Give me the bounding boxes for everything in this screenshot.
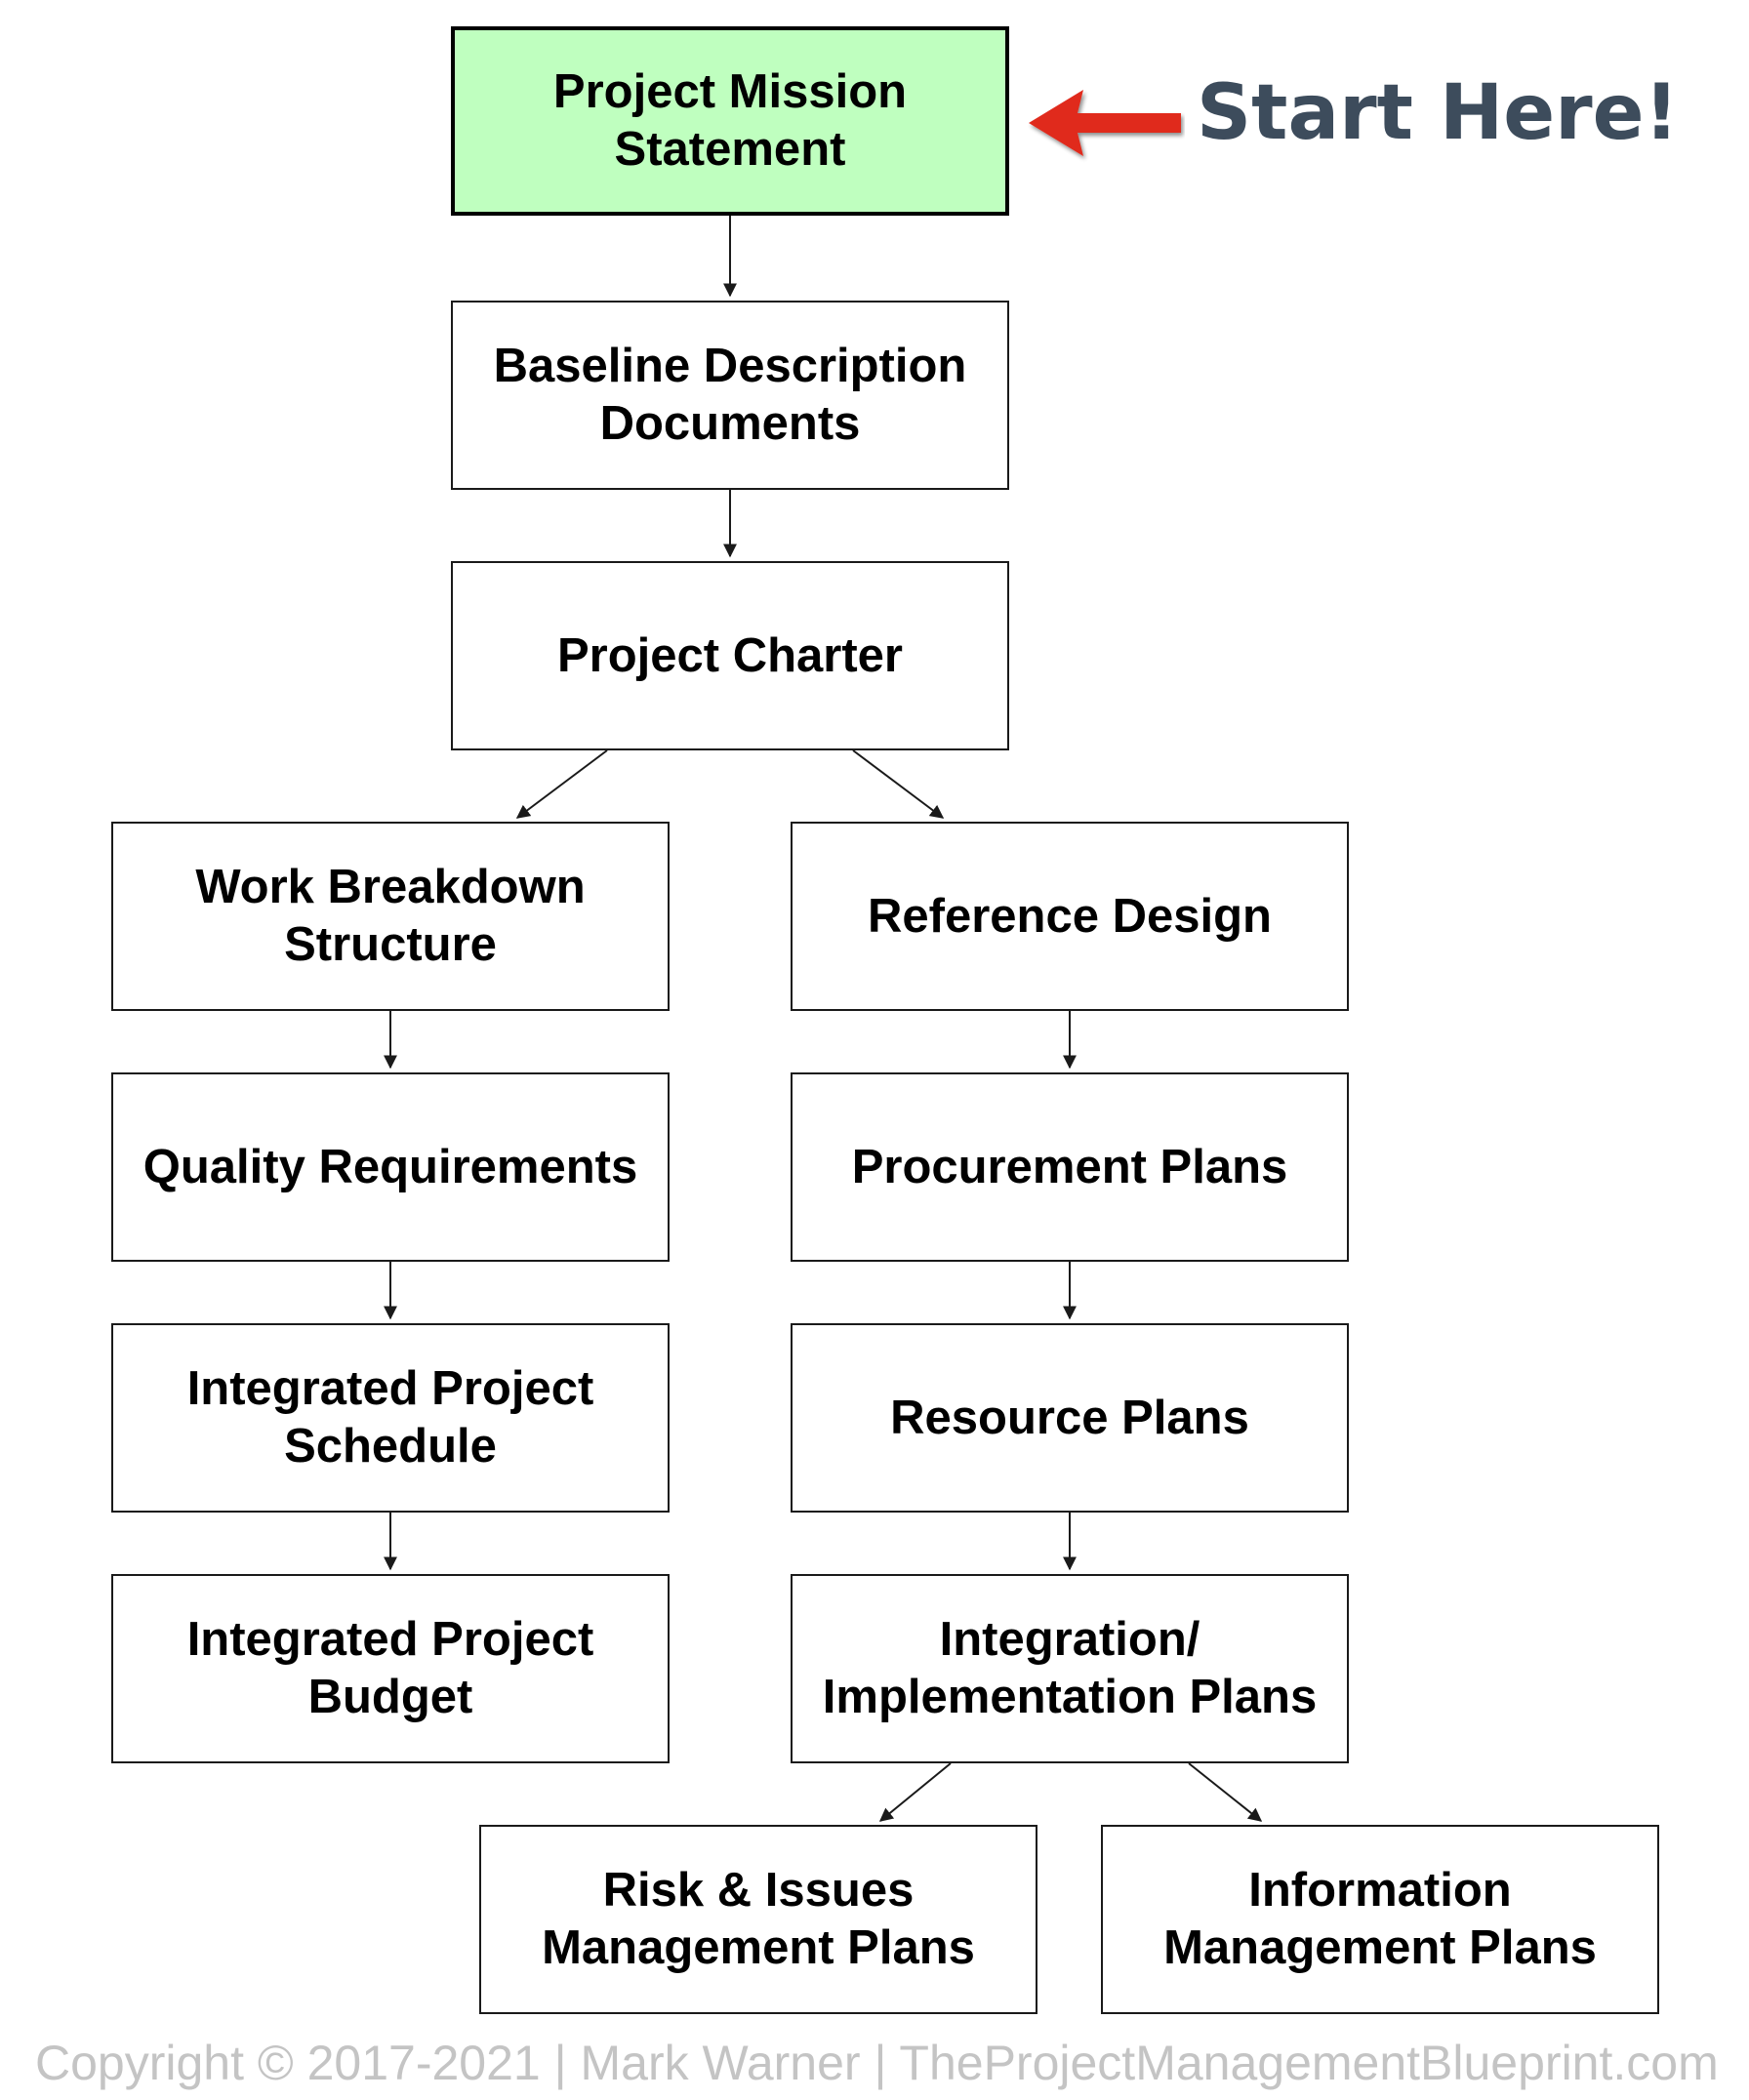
node-label: Risk & Issues Management Plans	[542, 1864, 975, 1974]
node-information-management-plans: Information Management Plans	[1101, 1825, 1659, 2014]
node-label: Integrated Project Budget	[186, 1613, 594, 1723]
node-label: Project Charter	[556, 628, 903, 682]
node-project-charter: Project Charter	[451, 561, 1009, 750]
connector-integration-to-information	[1188, 1762, 1263, 1822]
node-label: Project Mission Statement	[552, 65, 908, 176]
connector-charter-to-reference-design	[852, 749, 945, 819]
copyright-footer: Copyright © 2017-2021 | Mark Warner | Th…	[35, 2036, 1719, 2090]
node-label: Reference Design	[868, 889, 1272, 943]
node-label: Baseline Description Documents	[493, 340, 967, 450]
node-label: Integration/ Implementation Plans	[822, 1613, 1318, 1723]
node-integration-implementation-plans: Integration/ Implementation Plans	[791, 1574, 1349, 1763]
node-quality-requirements: Quality Requirements	[111, 1072, 670, 1262]
node-label: Procurement Plans	[851, 1140, 1288, 1193]
node-work-breakdown-structure: Work Breakdown Structure	[111, 822, 670, 1011]
connector-charter-to-wbs	[515, 749, 608, 819]
node-baseline-description-documents: Baseline Description Documents	[451, 301, 1009, 490]
node-reference-design: Reference Design	[791, 822, 1349, 1011]
start-here-callout: Start Here!	[1197, 69, 1680, 157]
node-label: Integrated Project Schedule	[186, 1362, 594, 1473]
node-resource-plans: Resource Plans	[791, 1323, 1349, 1513]
node-label: Resource Plans	[890, 1391, 1249, 1444]
node-label: Quality Requirements	[142, 1140, 638, 1193]
node-label: Information Management Plans	[1163, 1864, 1597, 1974]
node-procurement-plans: Procurement Plans	[791, 1072, 1349, 1262]
connector-integration-to-risk	[878, 1762, 952, 1822]
red-left-arrow-icon	[1029, 90, 1181, 156]
node-risk-issues-management-plans: Risk & Issues Management Plans	[479, 1825, 1037, 2014]
node-project-mission-statement: Project Mission Statement	[451, 26, 1009, 216]
node-integrated-project-schedule: Integrated Project Schedule	[111, 1323, 670, 1513]
node-label: Work Breakdown Structure	[195, 861, 586, 971]
node-integrated-project-budget: Integrated Project Budget	[111, 1574, 670, 1763]
